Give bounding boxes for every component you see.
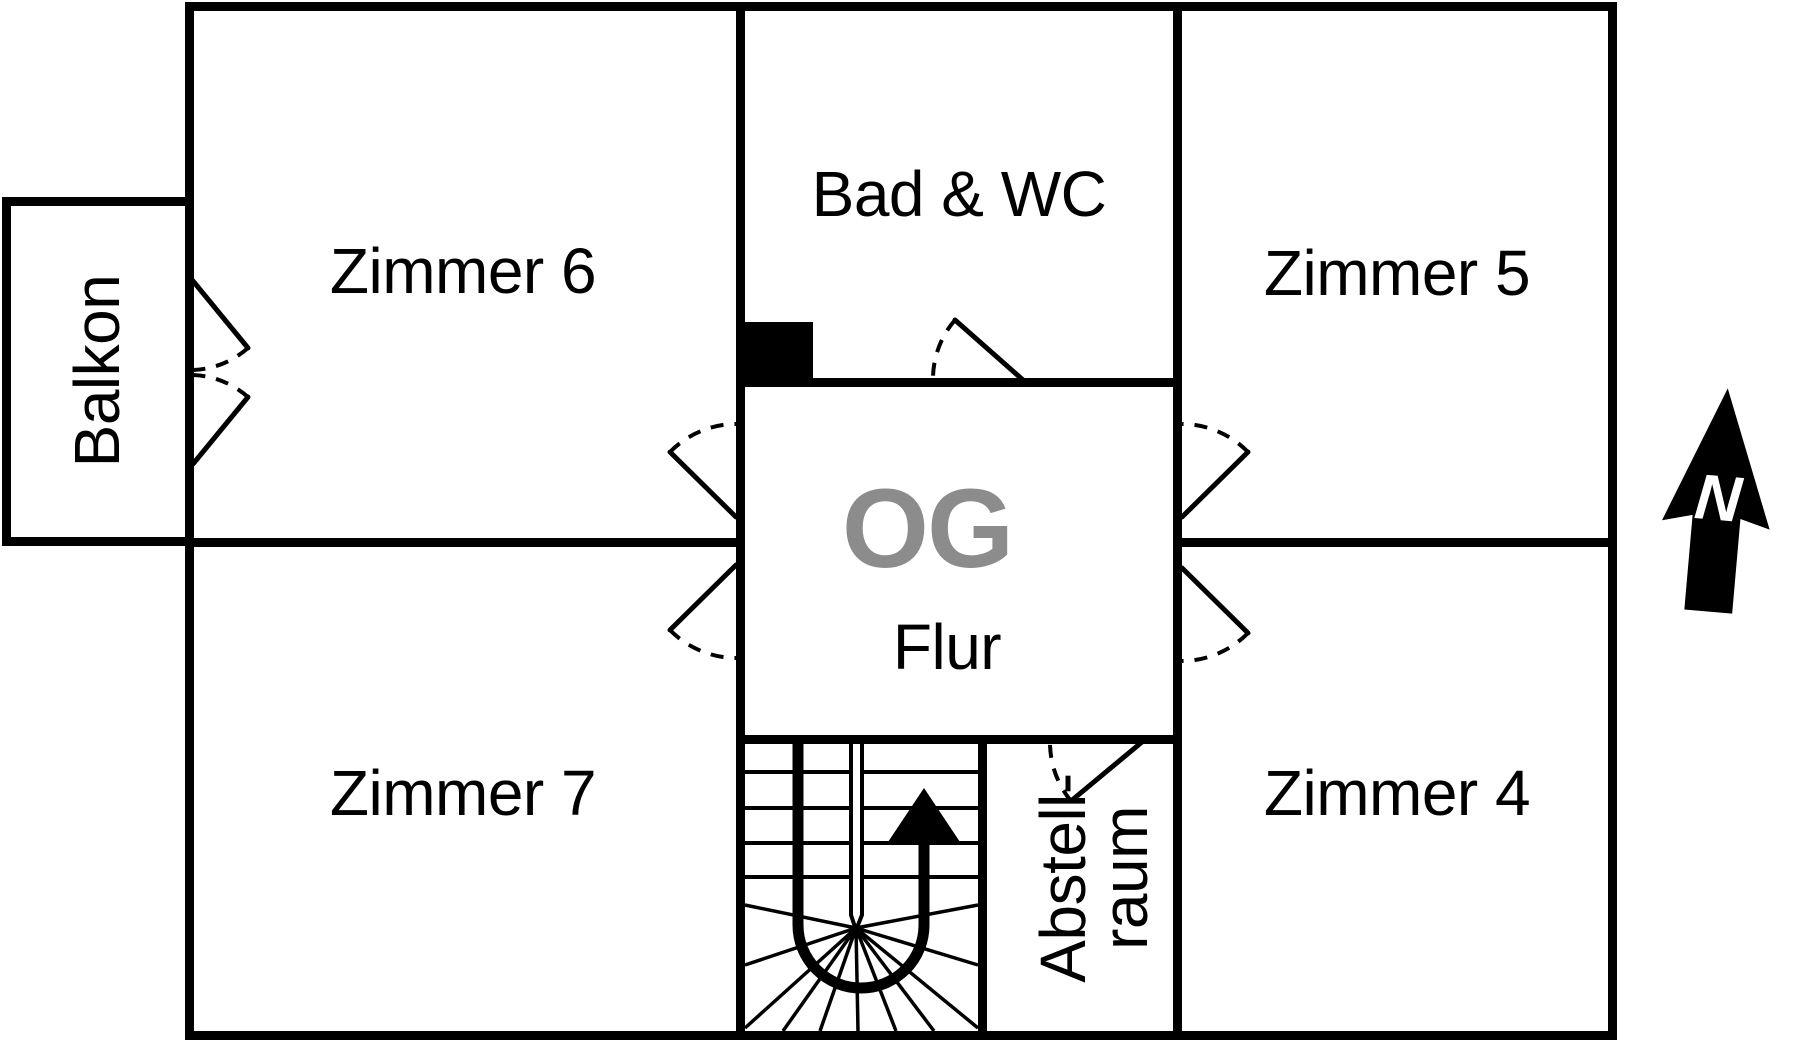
north-arrow-shape [1662,388,1770,614]
door-leaf [1179,565,1251,636]
wall-corridor-left [736,2,745,1040]
wall-flur-bottom [745,735,1173,744]
wall-corridor-right [1173,2,1182,1040]
badwc-door [930,317,1026,383]
door-swing-arc [1181,631,1250,663]
room-label-zimmer6: Zimmer 6 [330,235,596,307]
zimmer7-door [667,562,739,660]
wall-balkon-bottom [2,537,191,546]
wall-balkon-top [2,197,191,206]
wall-zimmer6-7-divider [194,538,736,547]
stair-direction-arrowhead [886,788,962,845]
door-swing-arc [1047,741,1073,803]
door-leaf [667,449,739,520]
interior-walls [194,2,1608,1040]
staircase [743,744,980,1033]
abstellraum-door [1047,739,1145,804]
door-swing-arc [930,318,957,381]
door-leaf [190,278,251,351]
wall-outer-top [185,2,1617,11]
door-leaf [1068,739,1145,804]
door-leaf [190,394,251,467]
outer-walls [185,2,1617,1040]
room-label-zimmer5: Zimmer 5 [1264,237,1530,309]
room-label-balkon: Balkon [61,275,133,468]
room-label-abstellraum-line2: raum [1089,806,1161,950]
wall-badwc-bottom [745,378,1173,387]
stair-winder-fan [743,903,980,1033]
room-label-abstellraum-line1: Abstell- [1027,773,1099,982]
zimmer5-door [1179,422,1251,520]
balcony-double-door [190,278,251,467]
floor-code-label: OG [842,466,1012,591]
wall-outer-bottom [185,1031,1617,1040]
wall-balkon-left [2,197,11,546]
north-arrow: N [1662,388,1770,614]
door-leaf [1179,449,1251,520]
door-leaf [667,562,739,633]
door-swing-arc [192,373,250,399]
door-leaf [952,317,1026,383]
door-swing-arc [1181,422,1250,454]
zimmer6-door [667,422,739,520]
north-letter: N [1692,460,1746,536]
stair-walk-line [792,744,930,994]
wall-zimmer5-4-divider [1182,538,1608,547]
balcony-walls [2,197,191,546]
stair-center-stringer [849,744,864,931]
room-label-flur: Flur [893,611,1001,683]
door-swing-arc [668,628,737,660]
room-label-zimmer4: Zimmer 4 [1264,757,1530,829]
shaft-block [745,322,813,387]
door-swing-arc [668,422,737,454]
wall-outer-left [185,2,194,1040]
door-swing-arc [192,346,250,372]
zimmer4-door [1179,565,1251,663]
room-label-zimmer7: Zimmer 7 [330,757,596,829]
wall-outer-right [1608,2,1617,1040]
room-label-bad-wc: Bad & WC [812,158,1107,230]
wall-stairs-abstellraum-divider [978,744,987,1031]
